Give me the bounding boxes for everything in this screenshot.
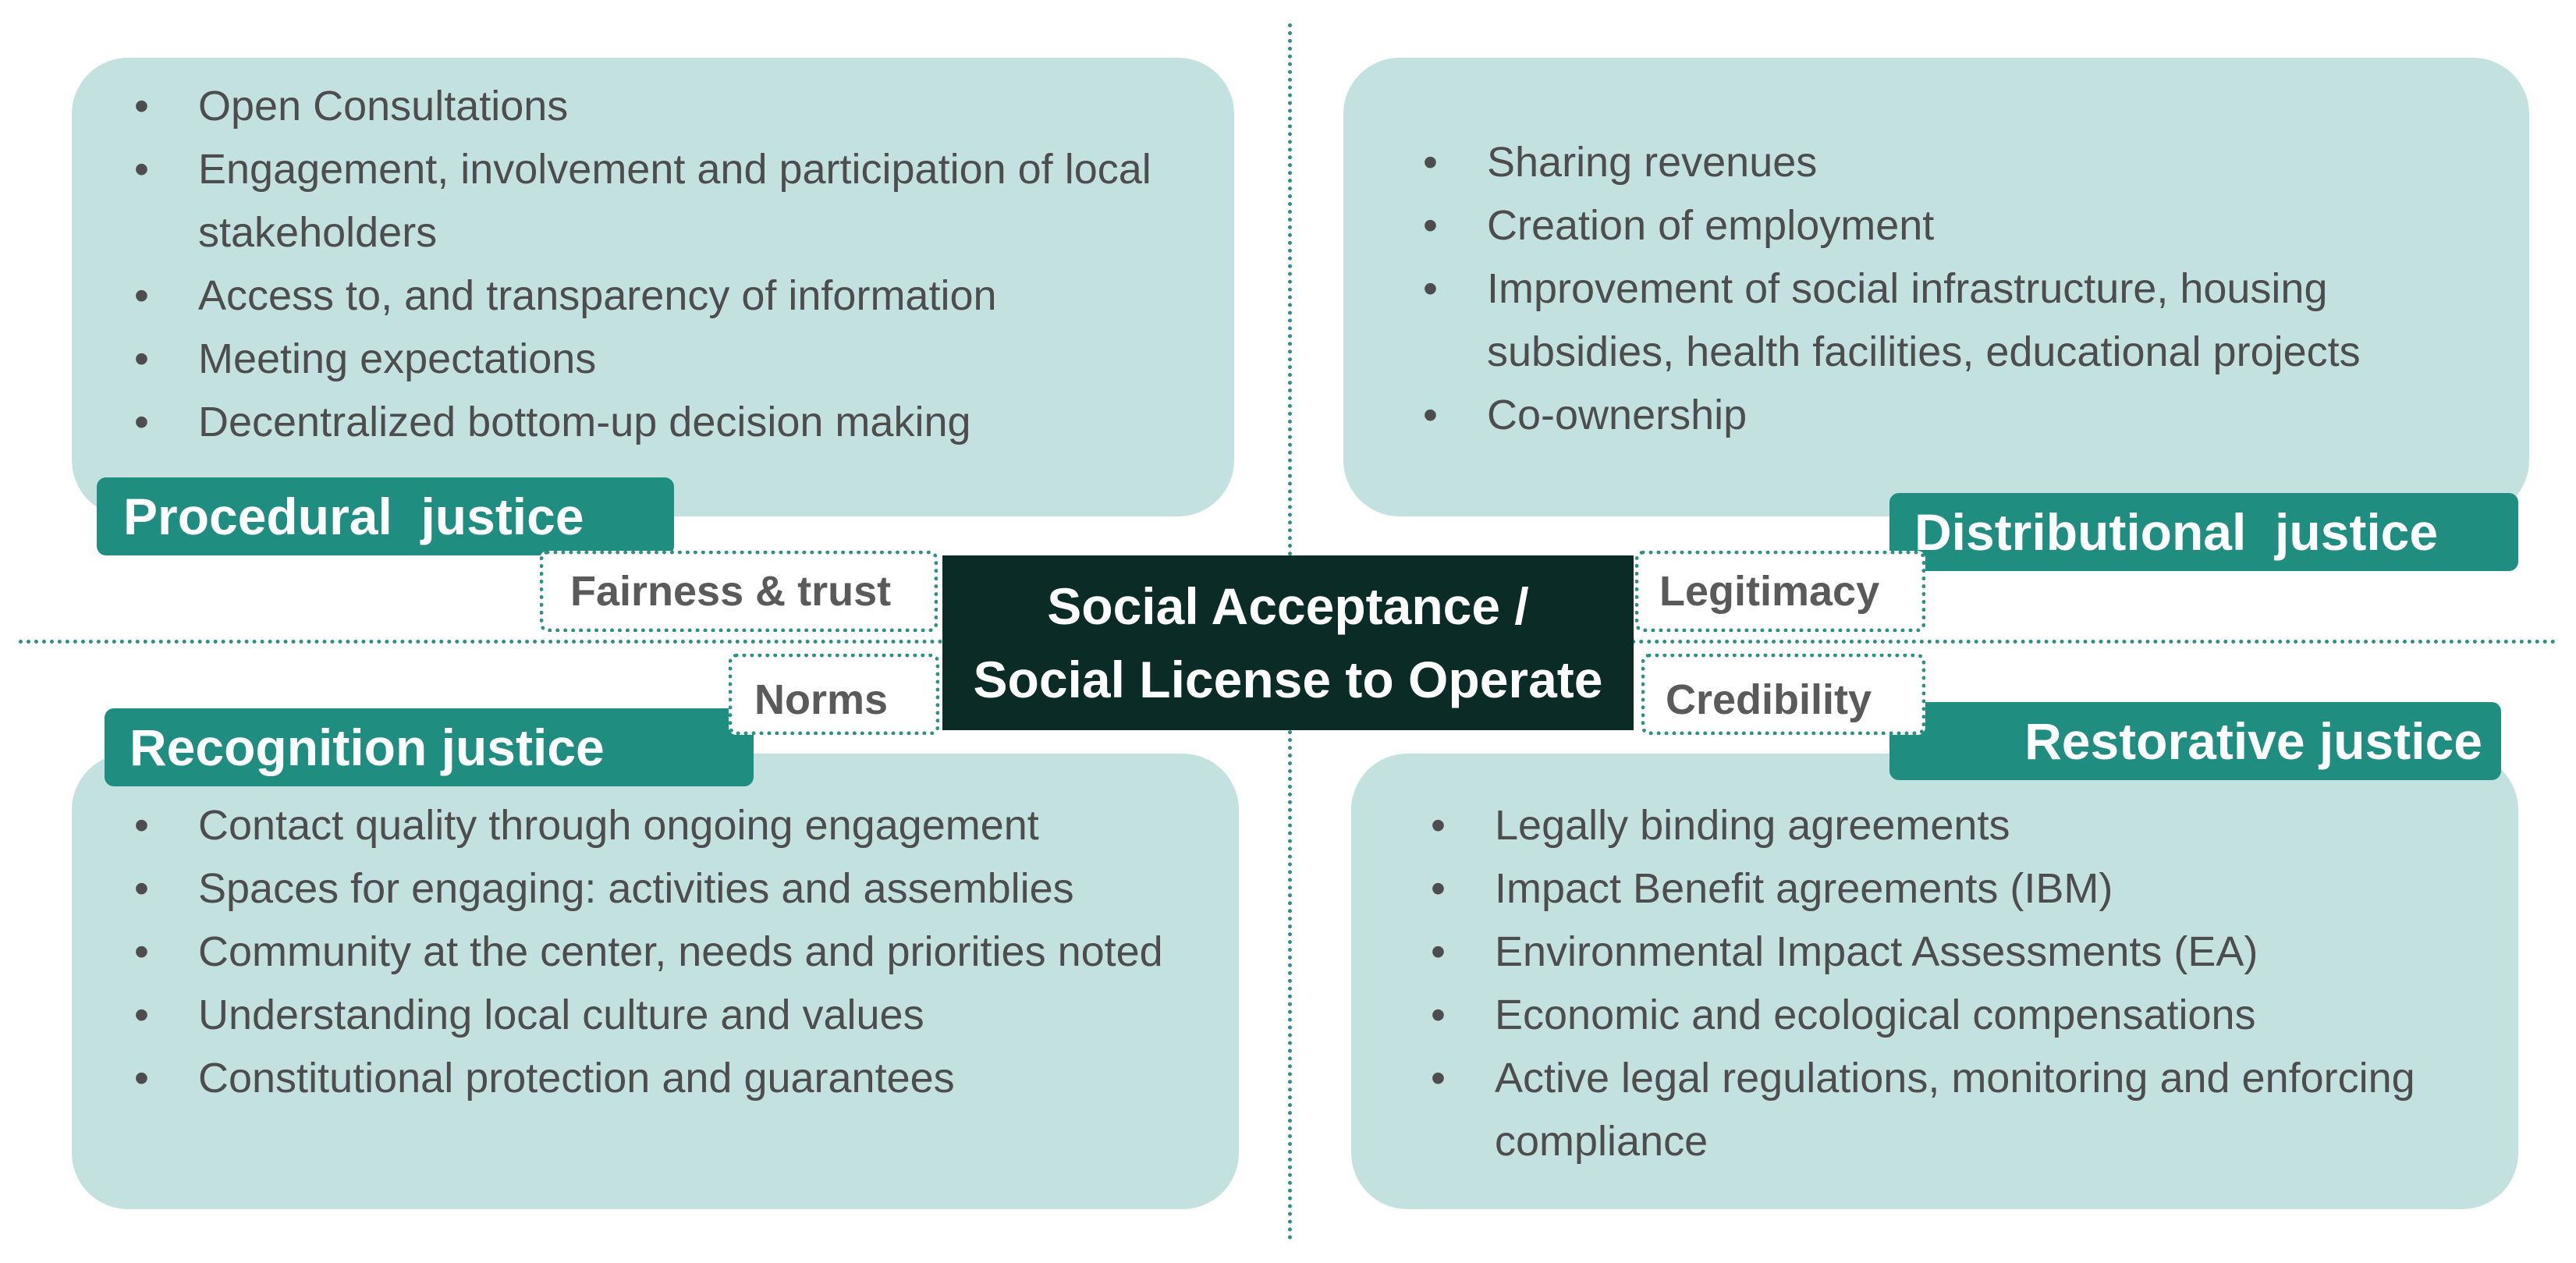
list-item: Contact quality through ongoing engageme… <box>98 794 1215 857</box>
procedural-justice-list: Open Consultations Engagement, involveme… <box>98 75 1211 454</box>
procedural-justice-panel: Open Consultations Engagement, involveme… <box>72 58 1234 516</box>
distributional-justice-list: Sharing revenues Creation of employment … <box>1387 131 2506 447</box>
list-item: Spaces for engaging: activities and asse… <box>98 857 1215 921</box>
list-item: Impact Benefit agreements (IBM) <box>1395 857 2495 921</box>
recognition-justice-list: Contact quality through ongoing engageme… <box>98 794 1215 1110</box>
list-item: Constitutional protection and guarantees <box>98 1047 1215 1110</box>
restorative-justice-list: Legally binding agreements Impact Benefi… <box>1395 794 2495 1173</box>
restorative-justice-title: Restorative justice <box>1889 702 2501 780</box>
recognition-justice-title: Recognition justice <box>105 708 754 786</box>
list-item: Sharing revenues <box>1387 131 2506 194</box>
fairness-trust-label: Fairness & trust <box>540 551 938 632</box>
restorative-justice-panel: Legally binding agreements Impact Benefi… <box>1351 754 2518 1209</box>
list-item: Economic and ecological compensations <box>1395 984 2495 1047</box>
list-item: Creation of employment <box>1387 194 2506 257</box>
list-item: Open Consultations <box>98 75 1211 138</box>
procedural-justice-title: Procedural justice <box>97 477 674 555</box>
center-title-line-1: Social Acceptance / <box>1047 577 1529 635</box>
distributional-justice-panel: Sharing revenues Creation of employment … <box>1343 58 2529 516</box>
distributional-justice-title: Distributional justice <box>1889 493 2518 571</box>
list-item: Engagement, involvement and participatio… <box>98 138 1211 264</box>
list-item: Decentralized bottom-up decision making <box>98 391 1211 454</box>
list-item: Understanding local culture and values <box>98 984 1215 1047</box>
recognition-justice-panel: Contact quality through ongoing engageme… <box>72 754 1239 1209</box>
list-item: Co-ownership <box>1387 384 2506 447</box>
center-title-line-2: Social License to Operate <box>973 651 1603 708</box>
list-item: Environmental Impact Assessments (EA) <box>1395 921 2495 984</box>
social-acceptance-center-box: Social Acceptance / Social License to Op… <box>942 555 1634 730</box>
list-item: Active legal regulations, monitoring and… <box>1395 1047 2495 1173</box>
legitimacy-label: Legitimacy <box>1635 551 1925 632</box>
list-item: Meeting expectations <box>98 328 1211 391</box>
list-item: Legally binding agreements <box>1395 794 2495 857</box>
norms-label: Norms <box>729 654 939 735</box>
list-item: Community at the center, needs and prior… <box>98 921 1215 984</box>
credibility-label: Credibility <box>1641 654 1925 735</box>
list-item: Access to, and transparency of informati… <box>98 264 1211 328</box>
list-item: Improvement of social infrastructure, ho… <box>1387 257 2506 384</box>
